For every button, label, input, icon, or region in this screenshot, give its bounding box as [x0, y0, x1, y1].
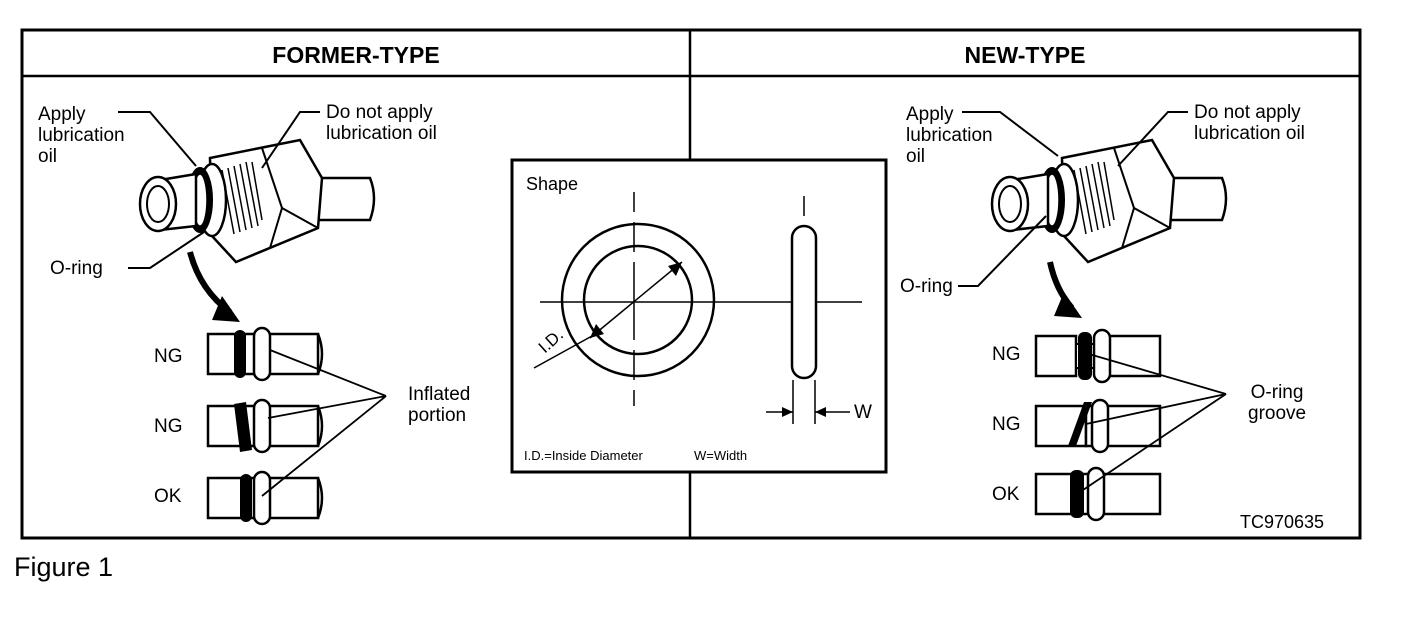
- former-row-2: [206, 398, 324, 454]
- new-row-2-label: NG: [992, 414, 1021, 435]
- new-type-title: NEW-TYPE: [964, 42, 1086, 68]
- former-apply-label: Apply lubrication oil: [38, 104, 125, 167]
- new-row-3: [1034, 466, 1162, 522]
- former-row-1-label: NG: [154, 346, 183, 367]
- figure-id: TC970635: [1240, 512, 1325, 532]
- former-row-2-label: NG: [154, 416, 183, 437]
- new-apply-label: Apply lubrication oil: [906, 104, 993, 167]
- new-oring-label: O-ring: [900, 276, 953, 297]
- legend-id: I.D.=Inside Diameter: [524, 448, 643, 463]
- new-note: O-ring groove: [1248, 382, 1307, 424]
- former-type-title: FORMER-TYPE: [272, 42, 440, 68]
- legend-w: W=Width: [694, 448, 748, 463]
- former-oring-label: O-ring: [50, 258, 103, 279]
- figure-caption: Figure 1: [14, 552, 114, 582]
- width-label: W: [854, 402, 872, 423]
- new-row-1-label: NG: [992, 344, 1021, 365]
- new-row-3-label: OK: [992, 484, 1020, 505]
- new-no-apply-label: Do not apply lubrication oil: [1194, 102, 1305, 144]
- shape-title: Shape: [526, 174, 579, 194]
- former-row-3-label: OK: [154, 486, 182, 507]
- new-row-2: [1034, 398, 1162, 454]
- former-row-3: [206, 470, 324, 526]
- oring-side-view: [766, 196, 850, 424]
- former-note: Inflated portion: [408, 384, 471, 426]
- former-no-apply-label: Do not apply lubrication oil: [326, 102, 437, 144]
- former-row-1: [206, 326, 324, 382]
